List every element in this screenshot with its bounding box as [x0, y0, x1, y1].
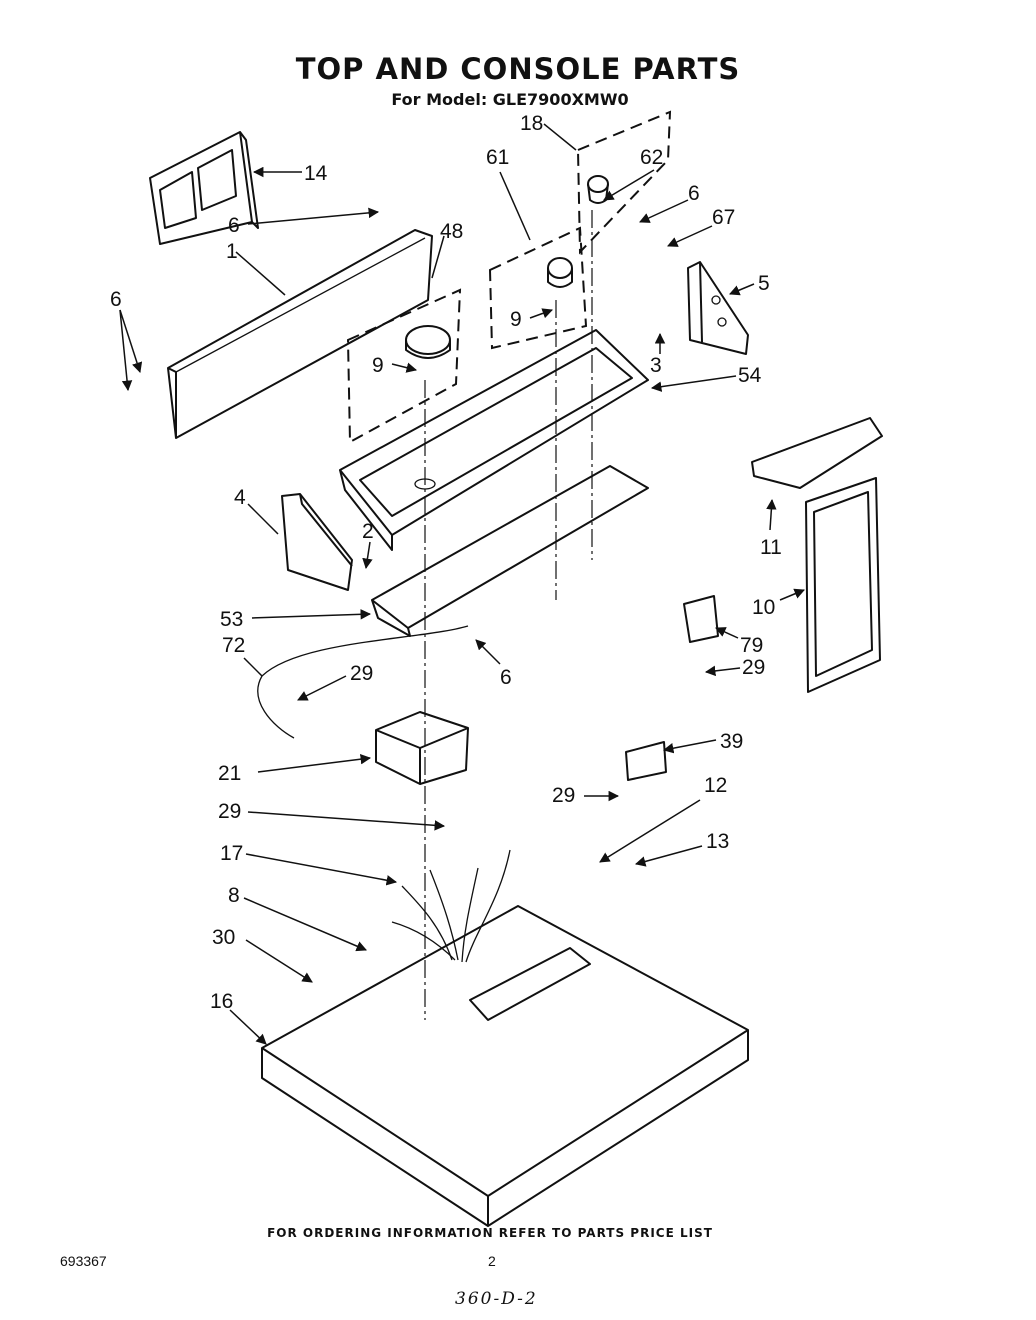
part-48-overlay [346, 288, 462, 444]
document-number: 693367 [60, 1253, 107, 1269]
callout-label: 16 [210, 990, 233, 1013]
part-54-console [339, 329, 649, 551]
callout-label: 48 [440, 220, 463, 243]
handwritten-note: 360-D-2 [455, 1289, 538, 1309]
part-11-lid [751, 417, 883, 489]
callout-label: 11 [760, 536, 782, 559]
callout-label: 79 [740, 634, 763, 657]
part-1-panel [167, 229, 433, 439]
callout-label: 29 [552, 784, 575, 807]
page-title: TOP AND CONSOLE PARTS [295, 52, 741, 86]
part-16-top [261, 905, 749, 1227]
part-53-channel [371, 465, 649, 637]
callout-label: 29 [350, 662, 373, 685]
ordering-footer: FOR ORDERING INFORMATION REFER TO PARTS … [267, 1226, 713, 1240]
part-10-frame [805, 477, 881, 693]
callout-label: 3 [650, 354, 662, 377]
part-17-harness [391, 849, 511, 963]
callout-label: 67 [712, 206, 735, 229]
page-number: 2 [488, 1253, 496, 1269]
callout-label: 53 [220, 608, 243, 631]
callout-label: 8 [228, 884, 240, 907]
callout-label: 62 [640, 146, 663, 169]
callout-label: 5 [758, 272, 770, 295]
callout-label: 54 [738, 364, 762, 387]
callout-label: 4 [234, 486, 246, 509]
callout-label: 29 [742, 656, 765, 679]
callout-label: 13 [706, 830, 729, 853]
callout-label: 29 [218, 800, 241, 823]
callout-label: 61 [486, 146, 509, 169]
part-14-bracket [149, 131, 259, 245]
part-21-timer [375, 711, 469, 785]
part-39-switch [625, 741, 667, 781]
part-5-bracket [687, 261, 749, 355]
leader-lines [119, 123, 805, 1045]
callout-label: 6 [228, 214, 240, 237]
part-79-switch [683, 595, 719, 643]
callout-label: 10 [752, 596, 775, 619]
part-72-wire [257, 625, 469, 739]
callout-label: 6 [110, 288, 122, 311]
part-4-side-bracket [281, 493, 353, 591]
callout-label: 14 [304, 162, 328, 185]
callout-label: 6 [688, 182, 700, 205]
callout-label: 2 [362, 520, 374, 543]
callout-label: 72 [222, 634, 245, 657]
callout-label: 21 [218, 762, 241, 785]
callout-label: 9 [372, 354, 384, 377]
callout-label: 17 [220, 842, 243, 865]
callout-label: 12 [704, 774, 727, 797]
part-18-overlay [576, 110, 672, 255]
callout-label: 39 [720, 730, 743, 753]
callout-label: 9 [510, 308, 522, 331]
part-61-overlay [488, 226, 588, 350]
callout-label: 6 [500, 666, 512, 689]
callout-labels: 14 6 48 1 6 9 18 61 62 6 67 9 5 3 54 4 2… [110, 112, 782, 1013]
callout-label: 1 [226, 240, 238, 263]
model-subtitle: For Model: GLE7900XMW0 [391, 90, 629, 109]
callout-label: 18 [520, 112, 543, 135]
callout-label: 30 [212, 926, 235, 949]
